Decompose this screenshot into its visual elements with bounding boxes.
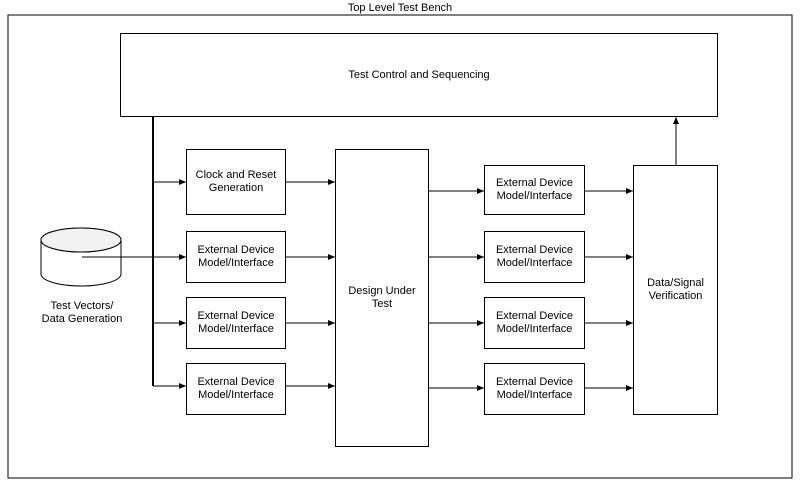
clock-reset-box: Clock and Reset Generation — [186, 149, 286, 215]
clock-reset-label: Clock and Reset Generation — [195, 169, 277, 194]
test-control-box: Test Control and Sequencing — [120, 33, 718, 117]
design-under-test-box: Design Under Test — [335, 149, 429, 447]
right-device-label: External Device Model/Interface — [495, 177, 574, 202]
left-device-label: External Device Model/Interface — [197, 310, 275, 335]
left-device-box-3: External Device Model/Interface — [186, 363, 286, 415]
design-under-test-label: Design Under Test — [348, 285, 416, 310]
left-device-box-1: External Device Model/Interface — [186, 231, 286, 283]
right-device-label: External Device Model/Interface — [495, 310, 574, 335]
left-device-label: External Device Model/Interface — [197, 376, 275, 401]
left-device-label: External Device Model/Interface — [197, 244, 275, 269]
right-device-label: External Device Model/Interface — [495, 244, 574, 269]
right-device-box-3: External Device Model/Interface — [484, 297, 585, 349]
verification-box: Data/Signal Verification — [633, 165, 718, 415]
database-icon — [40, 227, 122, 287]
right-device-box-4: External Device Model/Interface — [484, 363, 585, 415]
database-label: Test Vectors/ Data Generation — [41, 300, 123, 325]
right-device-box-1: External Device Model/Interface — [484, 165, 585, 215]
right-device-label: External Device Model/Interface — [495, 376, 574, 401]
outer-frame — [7, 14, 793, 479]
left-device-box-2: External Device Model/Interface — [186, 297, 286, 349]
diagram-title: Top Level Test Bench — [347, 2, 453, 14]
right-device-box-2: External Device Model/Interface — [484, 231, 585, 283]
verification-label: Data/Signal Verification — [647, 277, 704, 302]
test-control-label: Test Control and Sequencing — [348, 68, 490, 81]
